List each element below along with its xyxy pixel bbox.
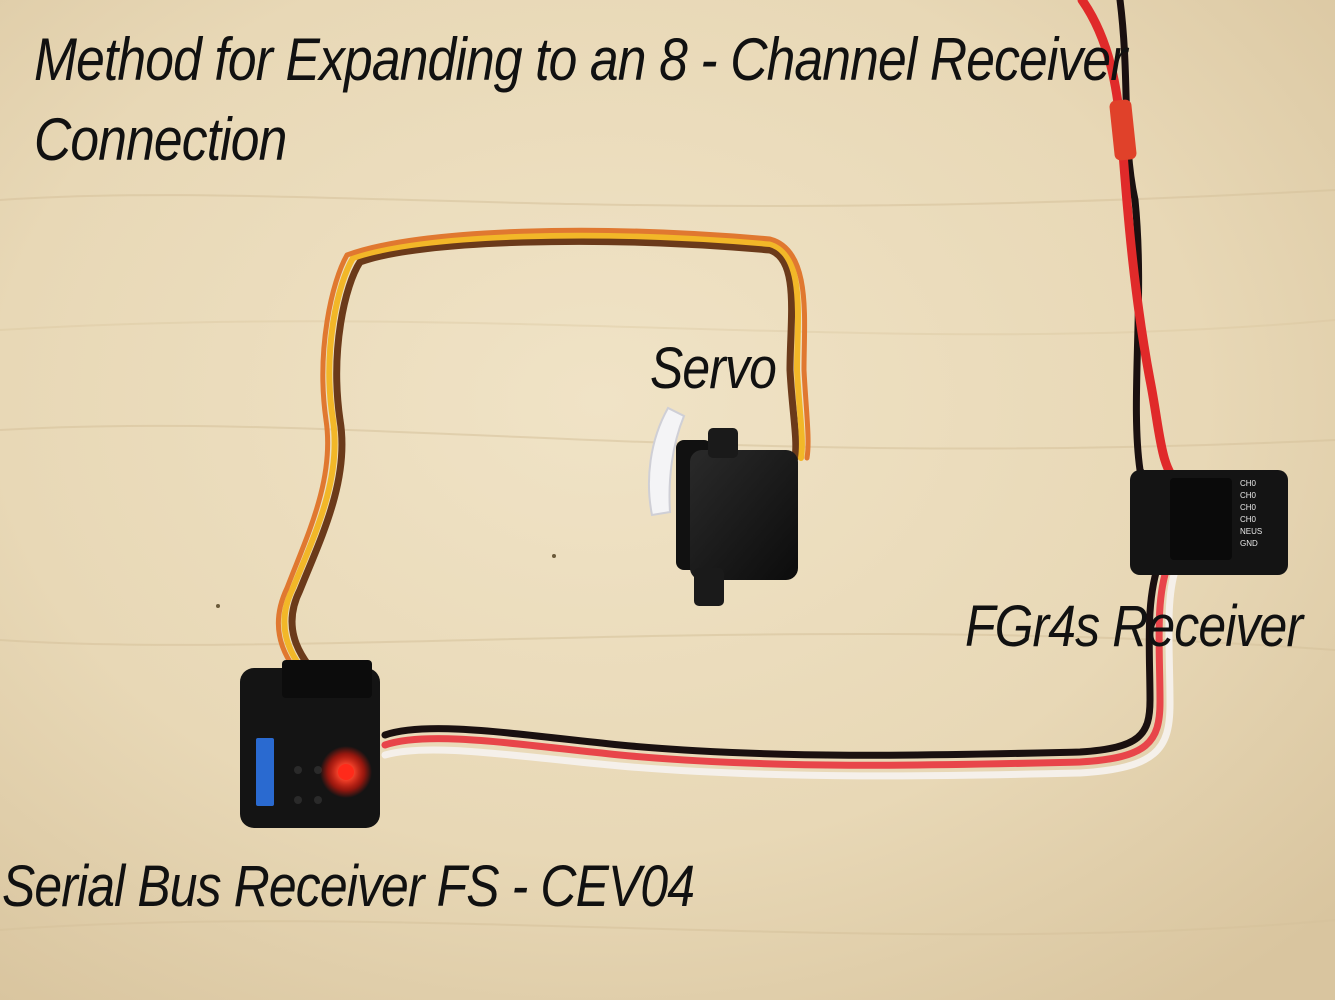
- wood-grain: [0, 189, 1335, 936]
- fgr4s-pin-label: CH0: [1240, 503, 1257, 512]
- servo-body: [690, 450, 798, 580]
- servo-label: Servo: [650, 336, 777, 401]
- fscev04-blue-label: [256, 738, 274, 806]
- title-line-1: Method for Expanding to an 8 - Channel R…: [34, 26, 1127, 93]
- port-hole: [294, 796, 302, 804]
- fscev04-receiver-label: Serial Bus Receiver FS - CEV04: [2, 854, 695, 919]
- servo-tab-bottom: [694, 568, 724, 606]
- fscev04-connector: [282, 660, 372, 698]
- wood-knot: [552, 554, 556, 558]
- fgr4s-pin-label: CH0: [1240, 479, 1257, 488]
- servo-device: [647, 406, 798, 606]
- fgr4s-pin-label: CH0: [1240, 491, 1257, 500]
- fgr4s-pin-label: GND: [1240, 539, 1258, 548]
- servo-tab-top: [708, 428, 738, 458]
- fgr4s-pin-labels: CH0 CH0 CH0 CH0 NEUS GND: [1240, 479, 1262, 548]
- bus-cable: [381, 516, 1208, 780]
- title-line-2: Connection: [34, 106, 287, 173]
- port-hole: [314, 796, 322, 804]
- fgr4s-receiver: CH0 CH0 CH0 CH0 NEUS GND: [1130, 470, 1288, 575]
- status-led: [338, 764, 354, 780]
- fgr4s-pin-label: NEUS: [1240, 527, 1262, 536]
- servo-horn: [647, 406, 686, 517]
- fgr4s-receiver-label: FGr4s Receiver: [965, 594, 1303, 659]
- servo-wire: [275, 227, 811, 697]
- fgr4s-header: [1170, 478, 1232, 560]
- wood-knot: [216, 604, 220, 608]
- heat-shrink: [1109, 99, 1137, 161]
- fscev04-receiver: [240, 660, 380, 828]
- port-hole: [294, 766, 302, 774]
- fgr4s-pin-label: CH0: [1240, 515, 1257, 524]
